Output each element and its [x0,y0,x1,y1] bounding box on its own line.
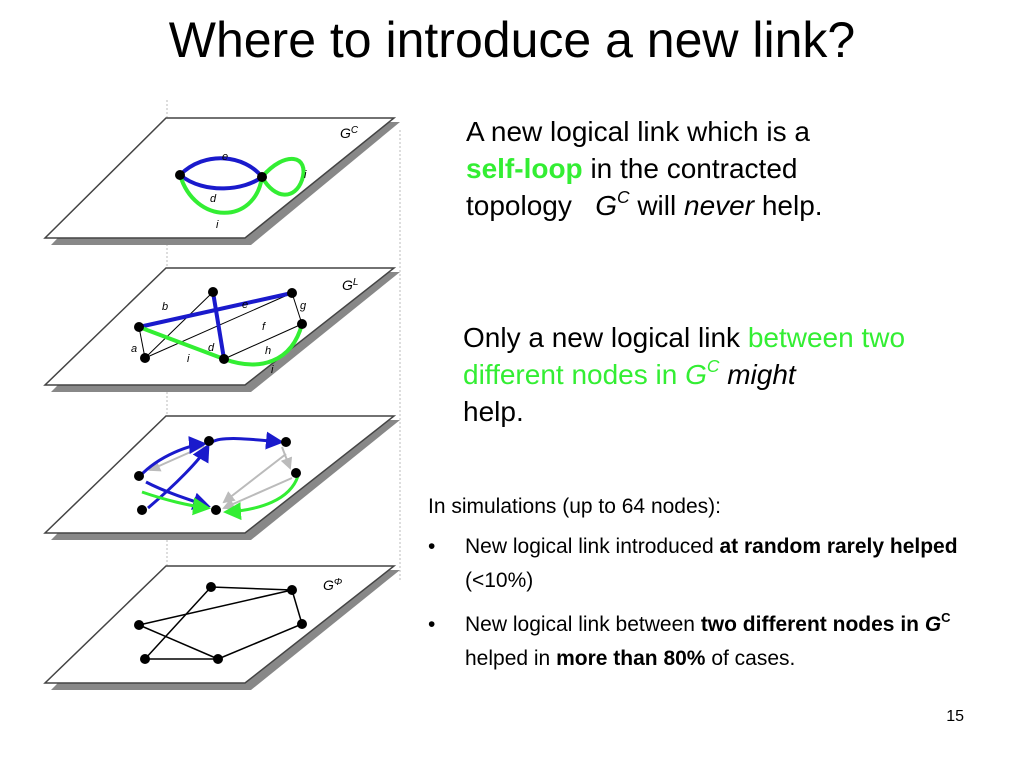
physical-link [291,589,303,625]
different-nodes-statement: Only a new logical link between two diff… [463,322,906,427]
slide-title: Where to introduce a new link? [168,12,856,68]
layer-gphi: GΦ [43,565,400,690]
physical-link [217,623,303,660]
node [297,319,307,329]
edge-d [211,291,226,360]
layer-label-gphi: GΦ [323,577,342,593]
node [281,437,291,447]
path-grey [222,453,287,504]
edge-e [178,156,264,179]
node [213,654,223,664]
node [287,288,297,298]
simulation-list: • New logical link introduced at random … [428,530,988,676]
edge-label-a: a [131,343,137,355]
edge-g [291,292,303,325]
node [134,620,144,630]
different-nodes-phrase: between two different nodes in GC [463,322,906,390]
edge-label-d: d [210,193,217,205]
layer-paths [43,415,400,540]
node [175,170,185,180]
bullet-icon: • [428,535,436,558]
simulation-results: In simulations (up to 64 nodes): • New l… [428,490,988,686]
edge-label-i: i [304,169,307,181]
edge-i-loop [260,157,306,197]
edge-d [178,173,264,191]
edge-f [223,323,303,360]
list-item: • New logical link introduced at random … [428,530,988,598]
layer-gc: e d i i GC [43,117,400,245]
node [257,172,267,182]
self-loop-term: self-loop [466,153,583,184]
node [204,436,214,446]
node [211,505,221,515]
edge-label-g: g [300,300,307,312]
edge-label-e: e [222,151,228,163]
path-green [223,475,300,521]
edge-green-left [138,325,225,361]
plane [43,117,397,239]
node [137,505,147,515]
layer-label-gl: GL [342,277,358,293]
physical-link [138,589,293,626]
path-green [141,490,211,516]
path-grey [280,446,293,470]
node [297,619,307,629]
physical-link [210,586,293,591]
edge-label-d: d [208,342,215,354]
edge-b [144,291,214,359]
page-number: 15 [946,708,964,725]
node [287,585,297,595]
path-blue [211,431,284,450]
node [140,654,150,664]
simulation-heading: In simulations (up to 64 nodes): [428,495,721,518]
edge-label-b: b [162,301,168,313]
edge-label-e: e [242,299,248,311]
node [134,471,144,481]
node [140,353,150,363]
edge-label-h: h [265,345,271,357]
plane [43,415,397,534]
plane [43,565,397,684]
layer-label-gc: GC [340,125,359,141]
physical-link [144,586,212,660]
physical-link [138,624,219,660]
edge-a [138,326,146,359]
bullet-icon: • [428,613,436,636]
edge-label-f: f [262,321,266,333]
node [291,468,301,478]
edge-label-i: i [271,364,274,376]
edge-i-lower [178,174,264,215]
self-loop-statement: A new logical link which is a self-loop … [466,116,823,221]
layer-gl: b e g f a i d h i GL [43,267,400,392]
list-item: • New logical link between two different… [428,609,951,670]
path-blue [147,443,210,510]
node [208,287,218,297]
edge-h [223,323,304,367]
edge-label-i: i [216,219,219,231]
node [134,322,144,332]
node [206,582,216,592]
edge-label-i: i [187,353,190,365]
node [219,354,229,364]
